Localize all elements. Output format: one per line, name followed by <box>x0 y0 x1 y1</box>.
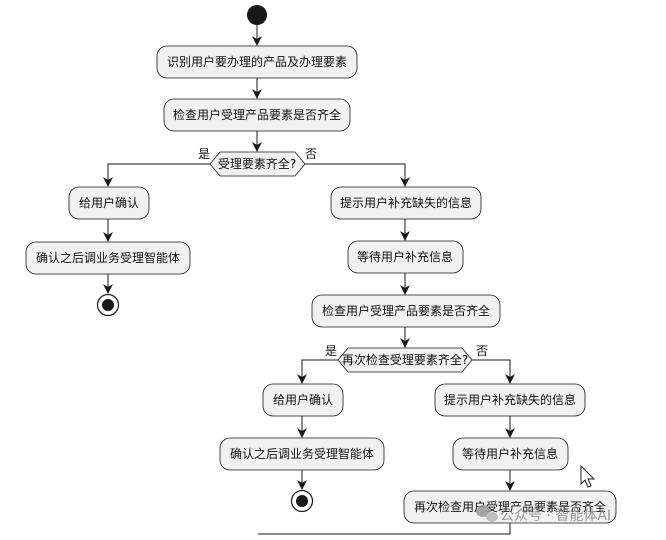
node-wait-supplement-2-label: 等待用户补充信息 <box>462 446 558 461</box>
node-confirm-user-2-label: 给用户确认 <box>273 392 333 407</box>
branch-label-yes-2: 是 <box>325 344 337 358</box>
branch-label-yes-1: 是 <box>198 147 210 161</box>
node-wait-supplement-1: 等待用户补充信息 <box>347 240 464 274</box>
branch-label-no-2: 否 <box>476 344 488 358</box>
decision-recheck-complete-label: 再次检查受理要素齐全? <box>342 352 468 367</box>
edge-d2-no <box>472 359 515 384</box>
decision-elements-complete: 受理要素齐全? <box>209 151 306 177</box>
edge-d1-no <box>305 163 410 187</box>
edges <box>103 25 515 535</box>
decision-elements-complete-label: 受理要素齐全? <box>218 156 296 171</box>
end-node-right <box>290 489 314 513</box>
node-recheck-elements-label: 再次检查用户受理产品要素是否齐全 <box>414 499 606 514</box>
start-node <box>247 5 267 25</box>
decision-recheck-complete: 再次检查受理要素齐全? <box>337 347 473 373</box>
node-check-elements-1-label: 检查用户受理产品要素是否齐全 <box>173 107 341 122</box>
mouse-cursor-icon <box>580 464 596 488</box>
node-prompt-missing-1: 提示用户补充缺失的信息 <box>330 186 482 220</box>
node-prompt-missing-1-label: 提示用户补充缺失的信息 <box>340 195 472 210</box>
node-check-elements-1: 检查用户受理产品要素是否齐全 <box>163 98 351 132</box>
edge-recheck-loop <box>258 523 511 535</box>
watermark-text: 公众号 · 智能体AI <box>500 508 611 524</box>
node-dispatch-agent-2: 确认之后调业务受理智能体 <box>219 437 385 471</box>
node-prompt-missing-2-label: 提示用户补充缺失的信息 <box>444 392 576 407</box>
node-dispatch-agent-1-label: 确认之后调业务受理智能体 <box>36 250 180 265</box>
watermark: 公众号 · 智能体AI <box>476 505 611 524</box>
node-check-elements-2: 检查用户受理产品要素是否齐全 <box>311 294 501 328</box>
node-confirm-user-1-label: 给用户确认 <box>79 195 139 210</box>
node-prompt-missing-2: 提示用户补充缺失的信息 <box>434 383 586 417</box>
node-recheck-elements: 再次检查用户受理产品要素是否齐全 <box>403 490 617 524</box>
node-confirm-user-1: 给用户确认 <box>68 186 150 220</box>
node-dispatch-agent-1: 确认之后调业务受理智能体 <box>25 241 191 275</box>
node-confirm-user-2: 给用户确认 <box>262 383 344 417</box>
edge-d2-yes <box>297 359 338 384</box>
branch-label-no-1: 否 <box>305 147 317 161</box>
node-identify-product: 识别用户要办理的产品及办理要素 <box>156 45 358 79</box>
node-wait-supplement-1-label: 等待用户补充信息 <box>357 249 453 264</box>
end-node-left <box>96 293 120 317</box>
node-dispatch-agent-2-label: 确认之后调业务受理智能体 <box>230 446 374 461</box>
edge-d1-yes <box>103 163 210 187</box>
wechat-icon <box>476 505 498 522</box>
node-identify-product-label: 识别用户要办理的产品及办理要素 <box>167 54 347 69</box>
node-check-elements-2-label: 检查用户受理产品要素是否齐全 <box>322 303 490 318</box>
node-wait-supplement-2: 等待用户补充信息 <box>452 437 569 471</box>
